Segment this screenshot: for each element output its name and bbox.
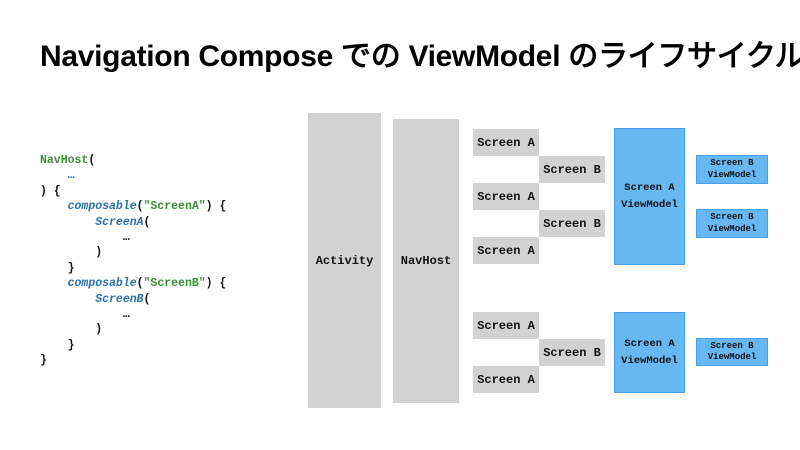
activity-box: Activity: [308, 113, 381, 408]
code-token: ScreenA: [95, 215, 144, 229]
code-line: ScreenA(: [40, 215, 226, 230]
code-token: …: [40, 308, 130, 322]
code-line: NavHost(: [40, 153, 226, 168]
code-snippet: NavHost( …) { composable("ScreenA") { Sc…: [40, 153, 226, 369]
code-token: (: [143, 292, 151, 306]
code-token: [40, 277, 68, 290]
screen-b-viewmodel-box: Screen B ViewModel: [696, 338, 768, 366]
screen-a-viewmodel-box: Screen A ViewModel: [614, 128, 685, 265]
code-token: (: [88, 154, 96, 167]
code-token: "ScreenB": [143, 277, 206, 291]
code-line: }: [40, 353, 226, 368]
code-token: NavHost: [40, 154, 89, 167]
screen-b-box: Screen B: [539, 339, 605, 366]
screen-b-viewmodel-box: Screen B ViewModel: [696, 155, 768, 184]
navhost-box: NavHost: [393, 119, 459, 403]
code-line: composable("ScreenB") {: [40, 276, 227, 291]
code-token: ) {: [40, 184, 61, 198]
screen-a-box: Screen A: [473, 129, 539, 156]
code-line: ScreenB(: [40, 292, 226, 307]
code-token: "ScreenA": [143, 200, 206, 214]
code-token: [40, 169, 68, 182]
code-token: (: [136, 200, 144, 214]
code-token: [40, 293, 95, 306]
screen-a-box: Screen A: [473, 237, 539, 264]
code-token: (: [143, 215, 151, 229]
code-token: }: [40, 261, 75, 275]
code-line: composable("ScreenA") {: [40, 199, 227, 214]
code-token: [40, 216, 95, 229]
code-token: ScreenB: [95, 292, 144, 306]
code-token: ) {: [205, 200, 227, 214]
code-line: }: [40, 261, 226, 276]
code-token: ): [40, 246, 103, 260]
code-token: composable: [67, 277, 137, 291]
code-line: }: [40, 338, 226, 353]
code-line: ) {: [40, 184, 226, 199]
code-token: ) {: [205, 277, 227, 291]
code-line: …: [40, 230, 226, 245]
code-line: ): [40, 245, 226, 260]
screen-b-box: Screen B: [539, 210, 605, 237]
code-token: composable: [67, 200, 137, 214]
code-token: }: [40, 354, 47, 368]
screen-a-box: Screen A: [473, 312, 539, 339]
screen-b-box: Screen B: [539, 156, 605, 183]
slide-title: Navigation Compose での ViewModel のライフサイクル: [40, 40, 800, 73]
screen-a-box: Screen A: [473, 183, 539, 210]
screen-a-viewmodel-box: Screen A ViewModel: [614, 312, 685, 393]
code-line: ): [40, 322, 226, 337]
code-line: …: [40, 307, 226, 322]
code-token: ): [40, 323, 103, 337]
code-token: (: [136, 277, 144, 291]
code-token: …: [67, 169, 75, 183]
code-token: }: [40, 338, 75, 352]
screen-b-viewmodel-box: Screen B ViewModel: [696, 209, 768, 238]
code-token: …: [40, 231, 130, 245]
code-token: [40, 200, 68, 213]
code-line: …: [40, 168, 226, 183]
screen-a-box: Screen A: [473, 366, 539, 393]
